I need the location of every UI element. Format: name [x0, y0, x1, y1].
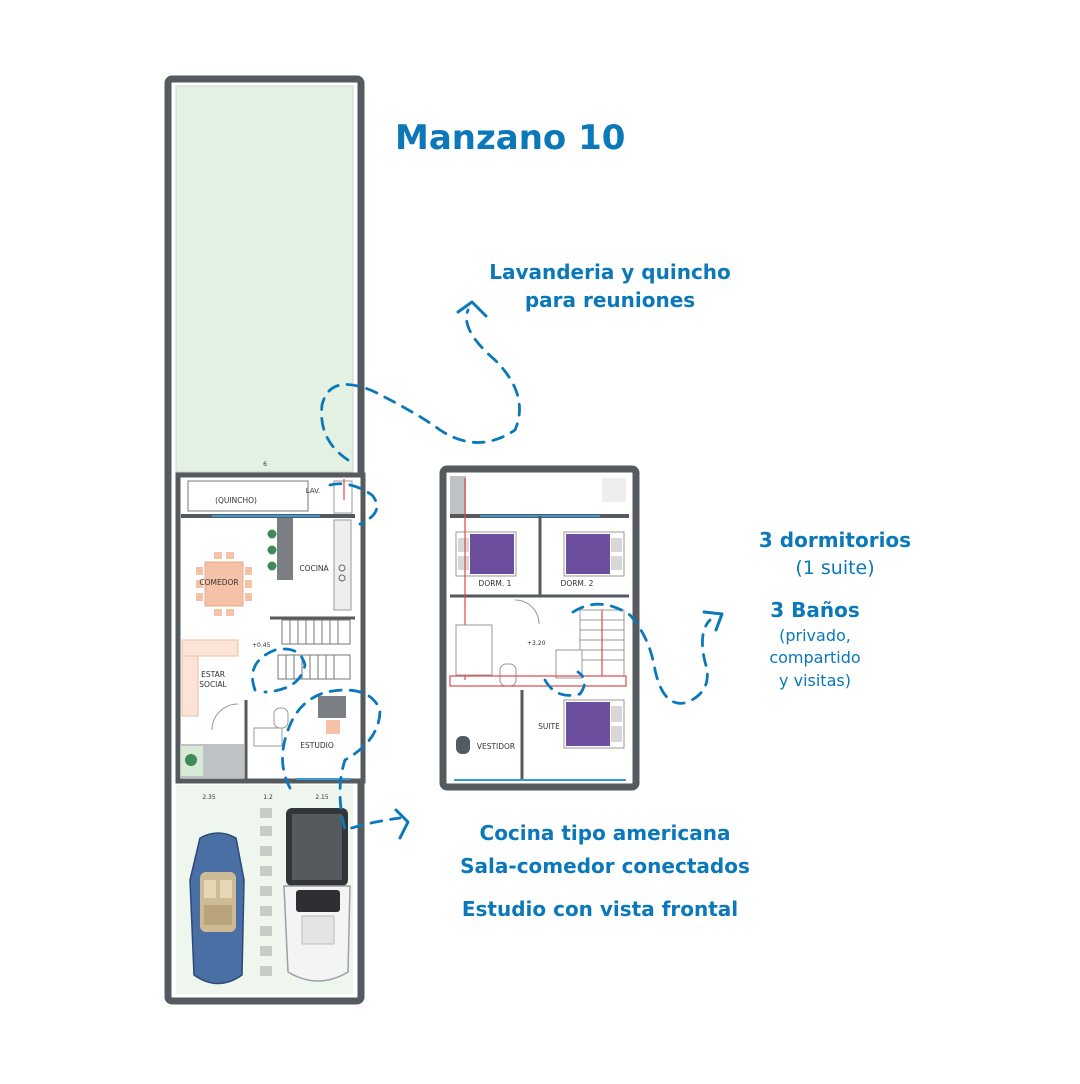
- staircase-ground: [277, 619, 351, 680]
- annotation-cocina-line-2: Sala-comedor conectados: [460, 854, 750, 878]
- arrow-cocina: [281, 688, 402, 832]
- page-title: Manzano 10: [395, 118, 626, 158]
- annotation-banos-line-4: y visitas): [779, 671, 851, 690]
- dim-3: 2.15: [315, 794, 329, 801]
- dim-1: 2.35: [202, 794, 216, 801]
- room-label-suite: SUITE: [538, 722, 560, 731]
- arrow-lavanderia: [320, 308, 521, 462]
- annotation-cocina-line-1: Cocina tipo americana: [479, 821, 731, 845]
- annotation-banos-line-1: 3 Baños: [770, 598, 860, 622]
- annotation-banos-line-2: (privado,: [779, 626, 851, 645]
- arrowhead-cocina: [394, 808, 410, 840]
- level-ground: +0.45: [252, 642, 271, 649]
- annotation-cocina-line-3: Estudio con vista frontal: [461, 897, 739, 921]
- room-label-estar-2: SOCIAL: [199, 680, 227, 689]
- car-pickup: [283, 808, 351, 982]
- arrow-cocina-loop: [251, 647, 307, 694]
- room-label-vestidor: VESTIDOR: [477, 742, 515, 751]
- room-label-dorm-2: DORM. 2: [561, 579, 594, 588]
- dim-2: 1.2: [263, 794, 273, 801]
- room-label-comedor: COMEDOR: [199, 578, 238, 587]
- car-convertible: [189, 832, 245, 985]
- rear-garden: [175, 85, 354, 473]
- annotation-banos-line-3: compartido: [769, 648, 861, 667]
- room-label-estudio: ESTUDIO: [300, 741, 334, 750]
- annotation-lavanderia-line-1: Lavanderia y quincho: [489, 260, 731, 284]
- bed-dorm-2: [563, 531, 625, 577]
- dining-table: [196, 552, 252, 616]
- annotation-dormitorios-line-2: (1 suite): [795, 557, 875, 579]
- kitchen-island: [277, 518, 293, 580]
- arrow-dormitorios: [571, 602, 712, 705]
- bed-suite: [563, 699, 625, 749]
- arrow-lavanderia-start: [328, 482, 379, 526]
- level-upper: +3.20: [527, 640, 546, 647]
- stepping-stones: [260, 808, 272, 976]
- arrowhead-dormitorios: [702, 610, 724, 632]
- room-label-dorm-1: DORM. 1: [479, 579, 512, 588]
- room-label-quincho: (QUINCHO): [215, 496, 257, 505]
- bed-dorm-1: [455, 531, 517, 577]
- room-label-cocina: COCINA: [299, 564, 329, 573]
- arrowhead-lavanderia: [456, 300, 488, 318]
- living-sofa: [181, 639, 239, 717]
- room-label-estar-1: ESTAR: [201, 670, 225, 679]
- annotation-dormitorios-line-1: 3 dormitorios: [758, 528, 912, 552]
- room-label-lav: LAV.: [306, 487, 321, 495]
- garden-width-label: 6: [263, 461, 267, 468]
- annotation-lavanderia-line-2: para reuniones: [524, 288, 696, 312]
- arrow-dormitorios-loop: [543, 670, 586, 697]
